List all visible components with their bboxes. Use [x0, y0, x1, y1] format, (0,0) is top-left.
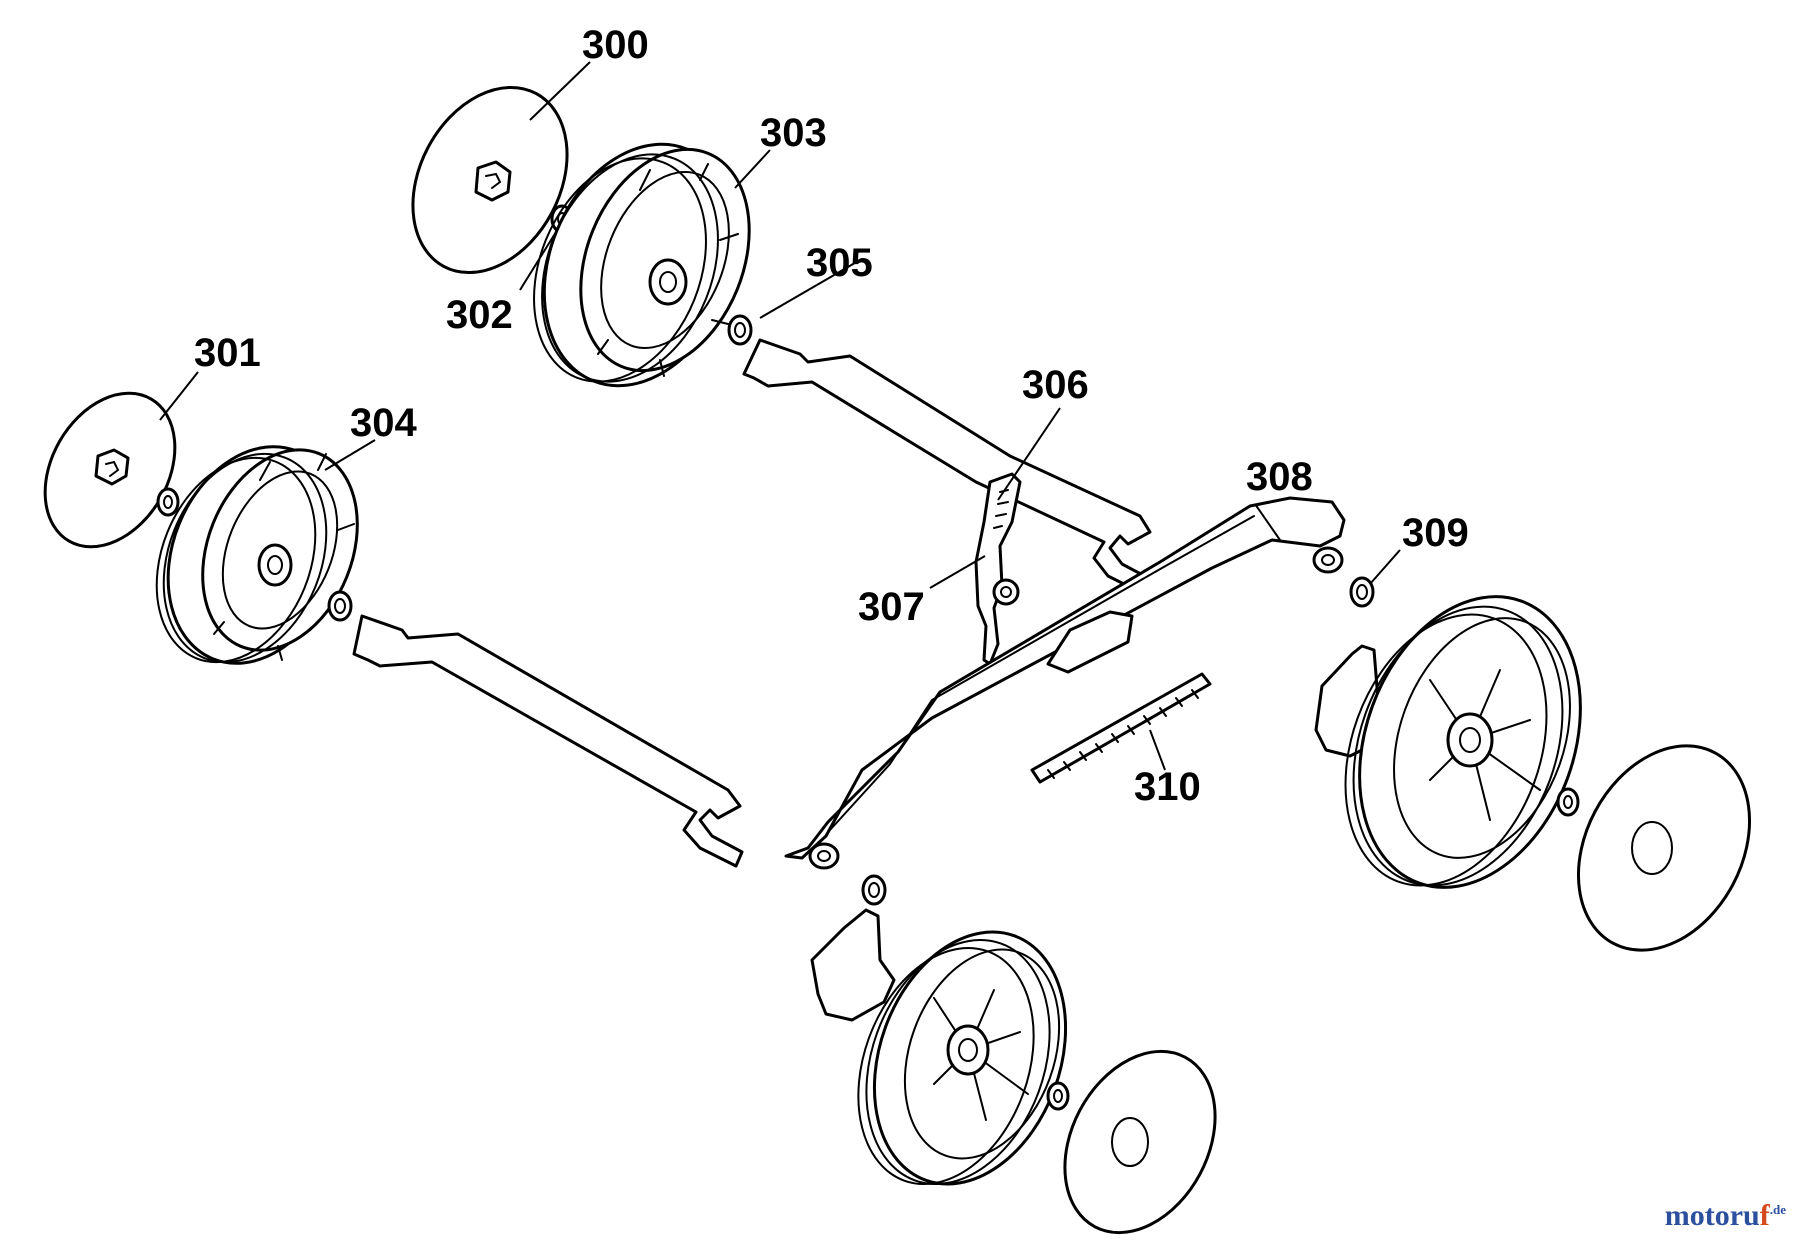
callout-310: 310: [1134, 765, 1201, 809]
watermark-tld: .de: [1769, 1202, 1786, 1217]
callout-labels: 300 301 302 303 304 305 306 307 308 309 …: [194, 23, 1469, 809]
wheel-303: [533, 142, 751, 388]
callout-306: 306: [1022, 363, 1089, 407]
axle-306: [742, 338, 1154, 596]
washer-lower: [1046, 1081, 1070, 1111]
callout-304: 304: [350, 401, 417, 445]
hub-cap-lower: [1063, 1049, 1217, 1235]
washer-304-side: [327, 590, 353, 622]
washer-right: [1556, 787, 1580, 817]
callout-300: 300: [582, 23, 649, 67]
watermark-logo: motoruf.de: [1665, 1199, 1786, 1233]
leader-lines: [159, 61, 1401, 771]
callout-301: 301: [194, 331, 261, 375]
spring-310: [1030, 672, 1212, 784]
washer-301-side: [156, 487, 180, 517]
washer-305: [727, 314, 753, 346]
hub-cap-right: [1576, 744, 1752, 952]
wheel-304: [155, 445, 359, 665]
front-axle-rod: [352, 614, 744, 868]
watermark-accent: f: [1759, 1199, 1770, 1232]
lever-307: [974, 472, 1022, 666]
wheel-right-front: [1344, 595, 1582, 889]
wheel-lower-front: [857, 930, 1068, 1186]
lower-bracket: [810, 874, 896, 1022]
callout-302: 302: [446, 293, 513, 337]
callout-309: 309: [1402, 511, 1469, 555]
hub-cap-301: [43, 391, 177, 549]
callout-305: 305: [806, 241, 873, 285]
callout-307: 307: [858, 585, 925, 629]
callout-308: 308: [1246, 455, 1313, 499]
callout-303: 303: [760, 111, 827, 155]
adjust-bar-308: [784, 496, 1346, 870]
watermark-main: motoru: [1664, 1199, 1760, 1232]
